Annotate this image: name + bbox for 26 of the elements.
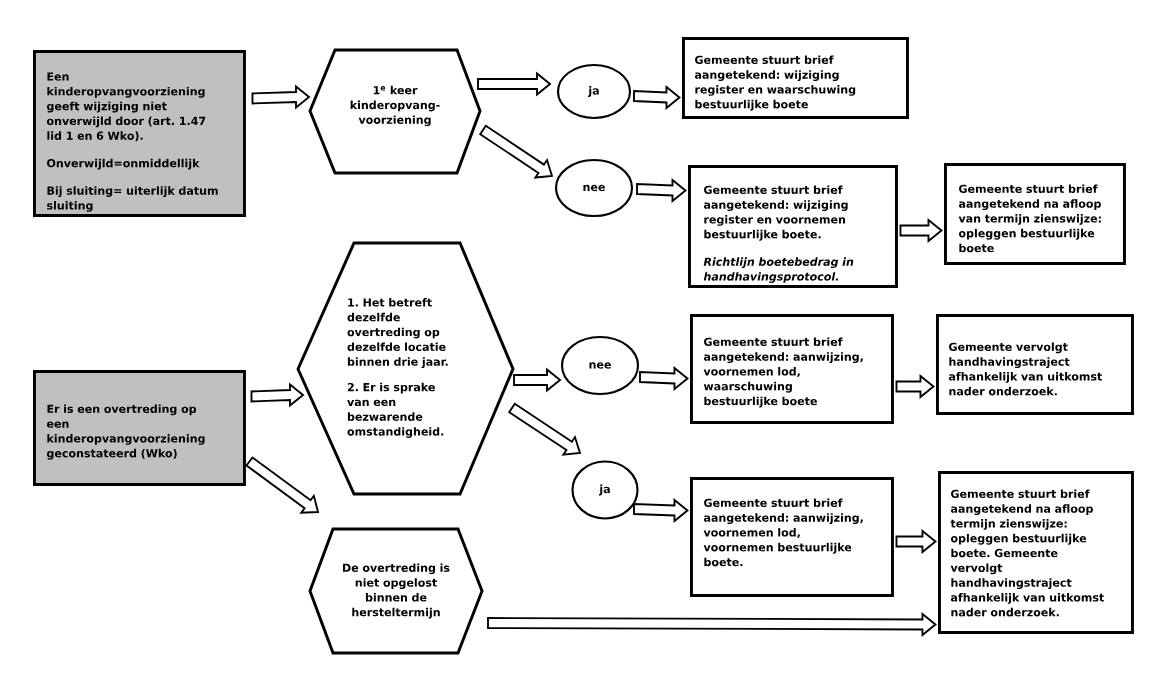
decision-hexagon: De overtreding is niet opgelost binnen de hersteltermijn [308,527,484,655]
process-box: Gemeente stuurt brief aangetekend na afloop termijn zienswijze: opleggen bestuurlijke boete. Gemeente vervolgt handhavingstraject afhankelijk van uitkomst nader onderzoek. [938,471,1134,634]
block-arrow [245,456,320,514]
process-box: Gemeente stuurt brief aangetekend: wijziging register en voornemen bestuurlijke boete. Richtlijn boetebedrag in handhavingsprotocol. [688,165,898,288]
block-arrow [513,367,562,393]
start-box: Er is een overtreding op een kinderopvangvoorziening geconstateerd (Wko) [33,370,246,486]
process-box: Gemeente stuurt brief aangetekend: aanwijzing, voornemen lod, waarschuwing bestuurlijke boete [690,314,894,424]
block-arrow [487,612,937,637]
block-arrow [636,178,687,203]
decision-hexagon: 1$^{e}$ keer kinderopvang- voorziening [308,48,482,175]
block-arrow [895,374,935,399]
process-box: Gemeente stuurt brief aangetekend: aanwijzing, voornemen lod, voornemen bestuurlijke boete. [690,477,894,597]
block-arrow [507,402,582,456]
process-box: Gemeente vervolgt handhavingstraject afhankelijk van uitkomst nader onderzoek. [936,314,1134,415]
decision-hexagon: 1. Het betreft dezelfde overtreding op dezelfde locatie binnen drie jaar. 2. Er is sprake van een bezwarende omstandigheid. [296,241,515,496]
block-arrow [251,84,311,110]
block-arrow [633,85,681,110]
block-arrow [478,124,554,179]
process-box: Gemeente stuurt brief aangetekend na afloop van termijn zienswijze: opleggen bestuurlijke boete [944,163,1126,265]
block-arrow [250,382,305,408]
process-box: Gemeente stuurt brief aangetekend: wijziging register en waarschuwing bestuurlijke boete [682,37,909,119]
block-arrow [899,218,943,243]
start-box: Een kinderopvangvoorziening geeft wijziging niet onverwijld door (art. 1.47 lid 1 en 6 Wko). Onverwijld=onmiddellijk Bij sluiting= uiterlijk datum sluiting [33,50,246,217]
block-arrow [895,529,937,554]
block-arrow [633,498,689,523]
block-arrow [477,71,552,97]
